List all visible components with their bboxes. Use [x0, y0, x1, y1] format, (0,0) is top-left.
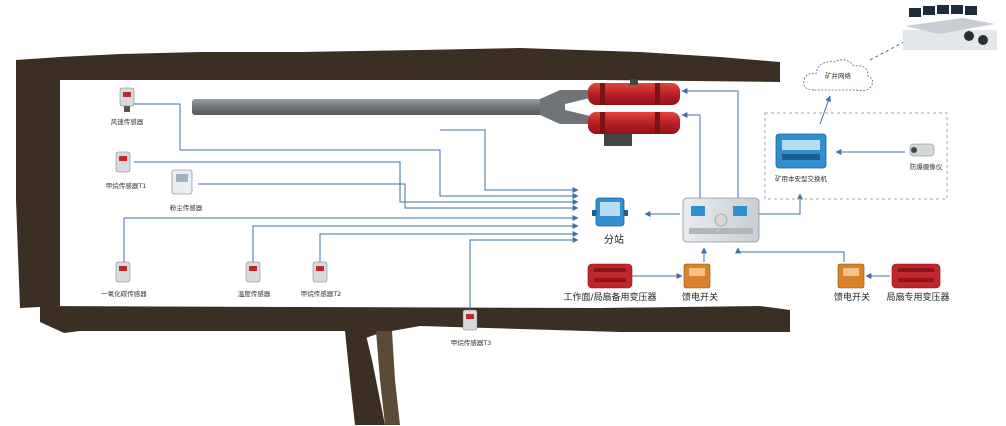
work-transformer[interactable]: 工作面/局扇备用变压器 [563, 263, 657, 303]
ring-switch[interactable]: 矿用本安型交换机 [775, 133, 828, 183]
cloud-label: 矿井网络 [825, 71, 852, 80]
local-fan-upper [588, 79, 680, 105]
fan-transformer[interactable]: 局扇专用变压器 [886, 263, 950, 303]
gas-sensor-icon [312, 261, 328, 283]
transformer-label: 局扇专用变压器 [886, 291, 949, 303]
sensor-label: 甲烷传感器T1 [106, 181, 147, 190]
tunnel-rock [16, 48, 790, 425]
feed-switch-label: 馈电开关 [682, 291, 718, 303]
gas-sensor-icon [115, 151, 131, 173]
gas-sensor-icon [115, 261, 131, 283]
power-switch-cabinet[interactable] [682, 197, 760, 243]
sensor-label: 温度传感器 [238, 289, 271, 298]
dust-sensor-icon [171, 169, 193, 195]
sensor-dust[interactable]: 粉尘传感器 [170, 169, 203, 212]
substation-label: 分站 [604, 233, 624, 246]
signal-lines [123, 88, 905, 310]
sensor-label: 粉尘传感器 [170, 203, 203, 212]
camera[interactable]: 防爆摄像仪 [909, 143, 943, 171]
sensor-methane-t3[interactable]: 甲烷传感器T3 [451, 309, 492, 347]
sensor-temperature[interactable]: 温度传感器 [238, 261, 271, 298]
cloud-icon [803, 59, 873, 92]
camera-label: 防爆摄像仪 [910, 162, 943, 171]
ventilation-duct [192, 90, 590, 124]
feed-switch-label: 馈电开关 [834, 291, 870, 303]
transformer-label: 工作面/局扇备用变压器 [563, 291, 656, 303]
sensor-wind[interactable]: 风速传感器 [111, 87, 144, 126]
feed-switch-right[interactable]: 馈电开关 [834, 263, 870, 303]
sensor-label: 风速传感器 [111, 117, 144, 126]
sensor-label: 一氧化碳传感器 [101, 289, 147, 298]
camera-icon [909, 143, 935, 157]
substation[interactable]: 分站 [592, 197, 628, 246]
sensor-methane-t1[interactable]: 甲烷传感器T1 [106, 151, 147, 190]
ring-switch-zone [764, 112, 948, 200]
feed-switch-left[interactable]: 馈电开关 [682, 263, 718, 303]
control-room-icon [903, 5, 997, 50]
sensor-label: 甲烷传感器T2 [301, 289, 342, 298]
gas-sensor-icon [245, 261, 261, 283]
network-cloud[interactable]: 矿井网络 [803, 59, 873, 92]
sensor-co[interactable]: 一氧化碳传感器 [101, 261, 147, 298]
gas-sensor-icon [462, 309, 478, 331]
gas-sensor-icon [119, 87, 135, 112]
substation-icon [592, 197, 628, 227]
sensor-methane-t2[interactable]: 甲烷传感器T2 [301, 261, 342, 298]
ring-switch-label: 矿用本安型交换机 [775, 174, 828, 183]
local-fan-lower [588, 112, 680, 146]
control-room[interactable] [903, 5, 997, 50]
sensor-label: 甲烷传感器T3 [451, 338, 492, 347]
